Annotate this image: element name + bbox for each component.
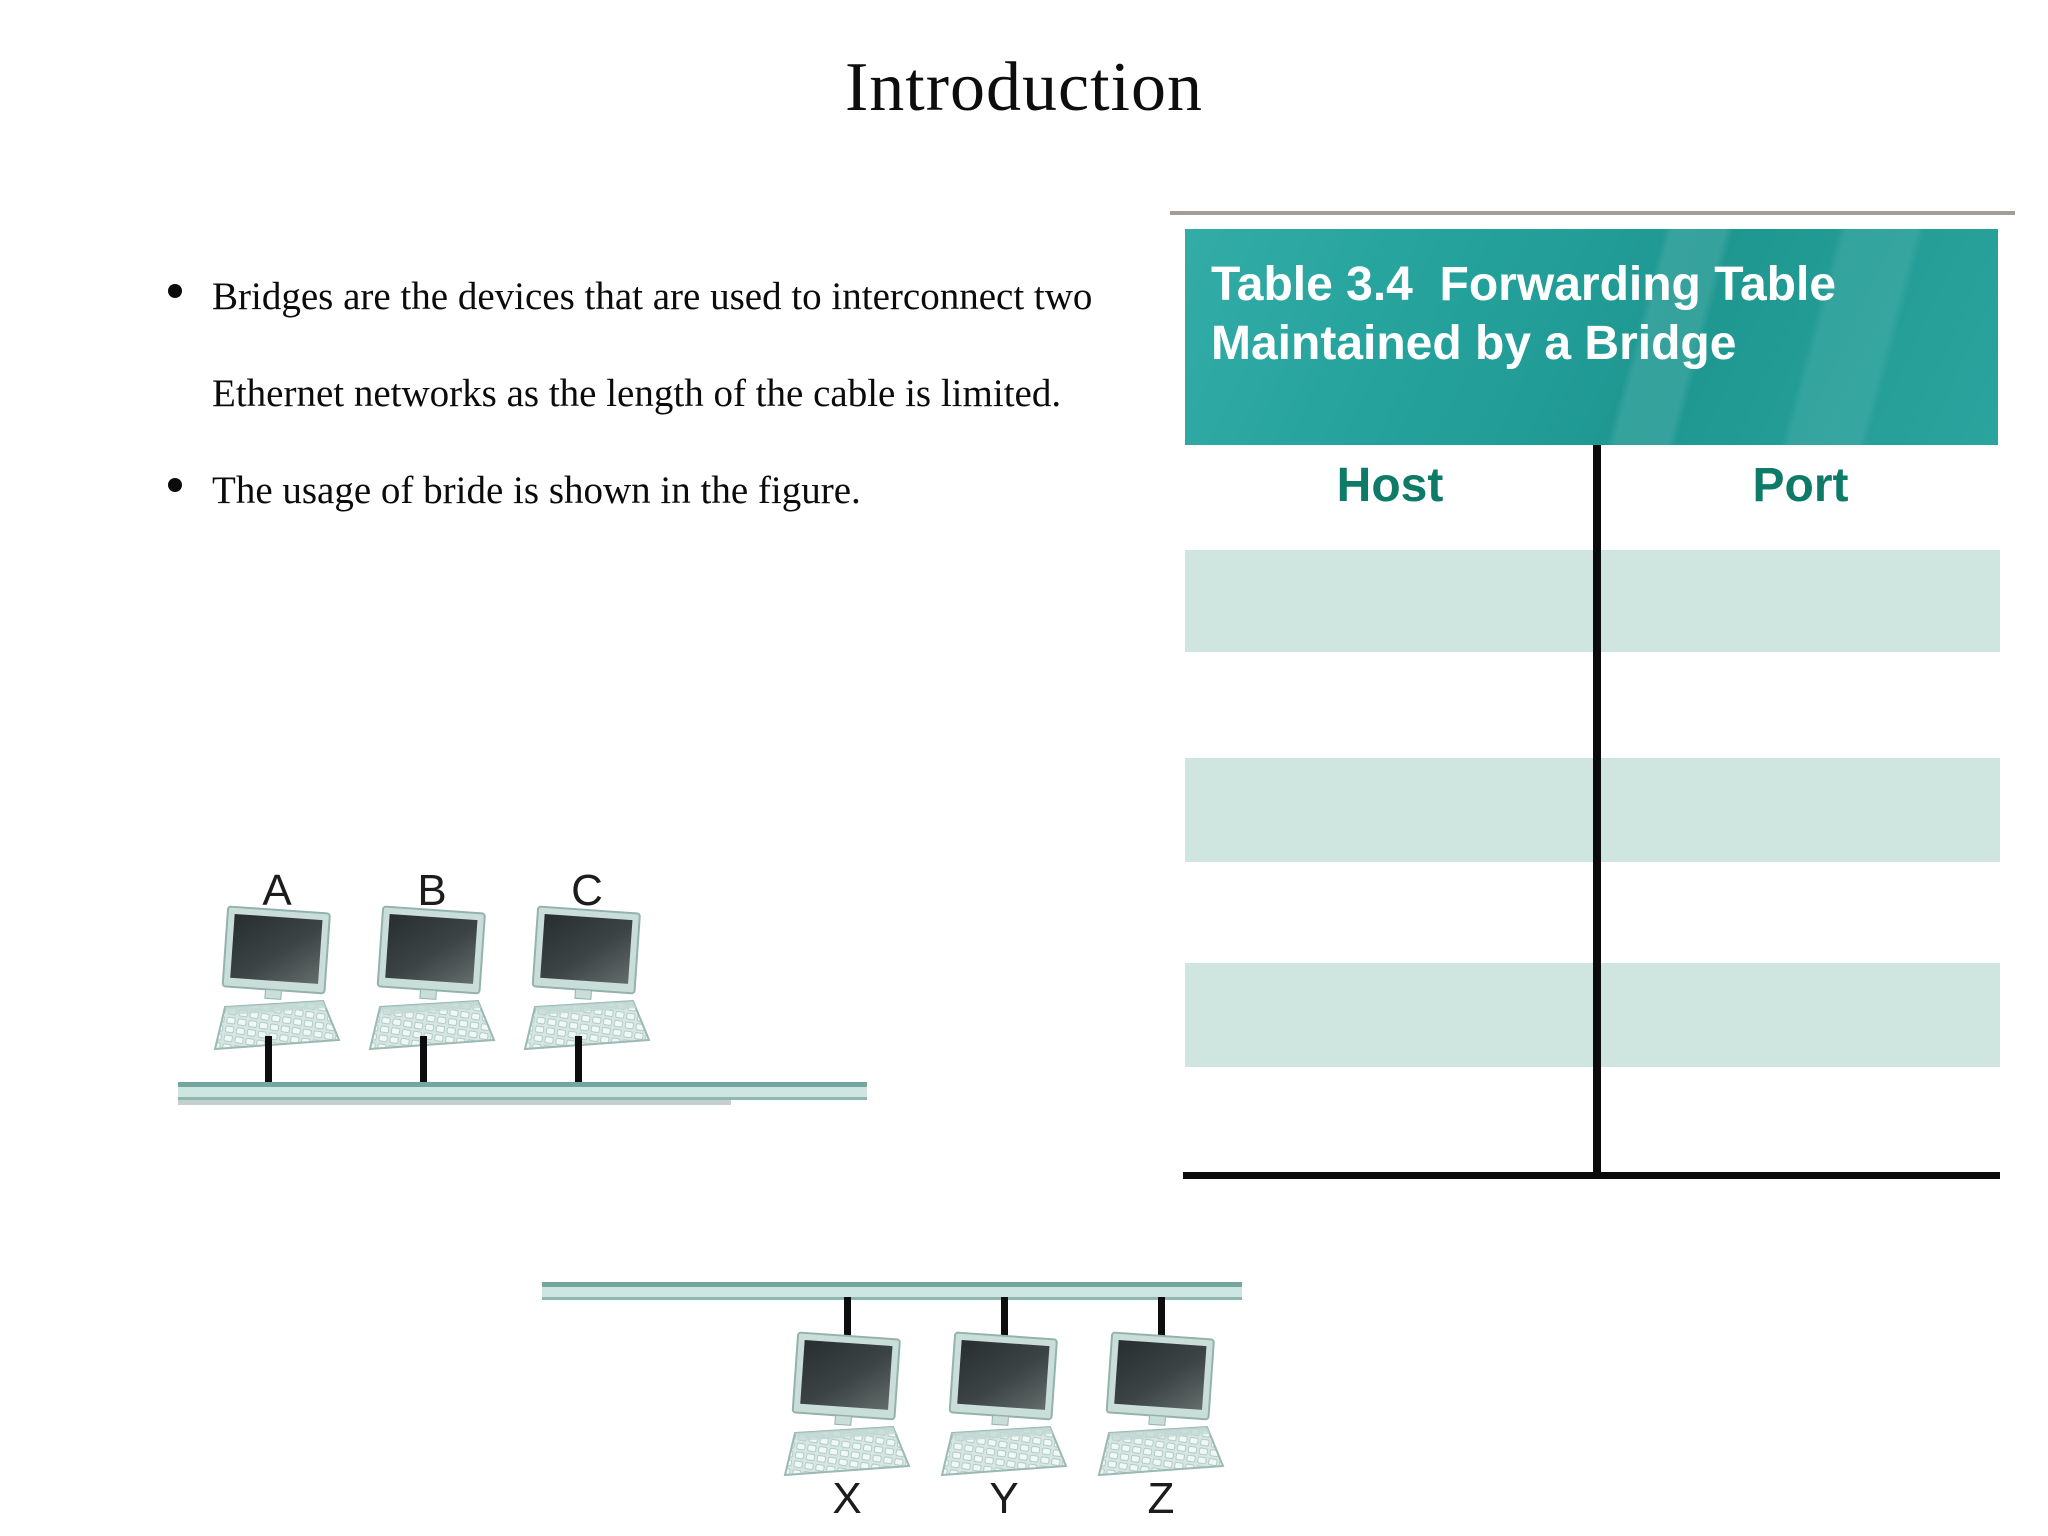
table-bottom-rule — [1183, 1172, 2000, 1179]
host-label-c: C — [571, 866, 603, 915]
ethernet-bus-2 — [542, 1282, 1242, 1300]
host-label-z: Z — [1147, 1474, 1175, 1523]
table-caption-line1: Table 3.4 Forwarding Table — [1211, 258, 1837, 311]
host-label-x: X — [832, 1474, 862, 1523]
table-row — [1185, 758, 2000, 862]
drop-link-line — [420, 1036, 427, 1084]
drop-link-line — [844, 1297, 851, 1342]
bullet-item: Bridges are the devices that are used to… — [162, 248, 1222, 442]
drop-link-line — [1001, 1297, 1008, 1342]
bullet-line: Ethernet networks as the length of the c… — [212, 372, 1062, 415]
drop-link-line — [265, 1036, 272, 1084]
table-caption-banner: Table 3.4 Forwarding Table Maintained by… — [1185, 229, 1998, 445]
ethernet-bus-1-shadow — [178, 1100, 731, 1105]
table-row — [1185, 963, 2000, 1067]
computer-icon — [938, 1330, 1070, 1482]
page-title: Introduction — [844, 49, 1204, 126]
drop-link-line — [1158, 1297, 1165, 1342]
table-caption-line2: Maintained by a Bridge — [1211, 317, 1737, 370]
bullet-item: The usage of bride is shown in the figur… — [162, 442, 1222, 539]
table-top-rule — [1170, 211, 2015, 215]
computer-icon — [1095, 1330, 1227, 1482]
bullet-list: Bridges are the devices that are used to… — [162, 248, 1222, 539]
table-row — [1185, 550, 2000, 652]
bullet-dot — [168, 478, 182, 492]
drop-link-line — [575, 1036, 582, 1084]
bullet-dot — [168, 284, 182, 298]
host-label-b: B — [417, 866, 447, 915]
computer-icon — [781, 1330, 913, 1482]
bullet-line: Bridges are the devices that are used to… — [212, 275, 1093, 318]
computer-icon — [211, 904, 343, 1056]
column-header-host: Host — [1336, 459, 1444, 512]
computer-icon — [366, 904, 498, 1056]
table-column-divider — [1593, 445, 1601, 1179]
bullet-line: The usage of bride is shown in the figur… — [212, 469, 861, 512]
ethernet-bus-1 — [178, 1082, 867, 1100]
host-label-y: Y — [989, 1474, 1019, 1523]
computer-icon — [521, 904, 653, 1056]
column-header-port: Port — [1752, 459, 1849, 512]
host-label-a: A — [262, 866, 292, 915]
